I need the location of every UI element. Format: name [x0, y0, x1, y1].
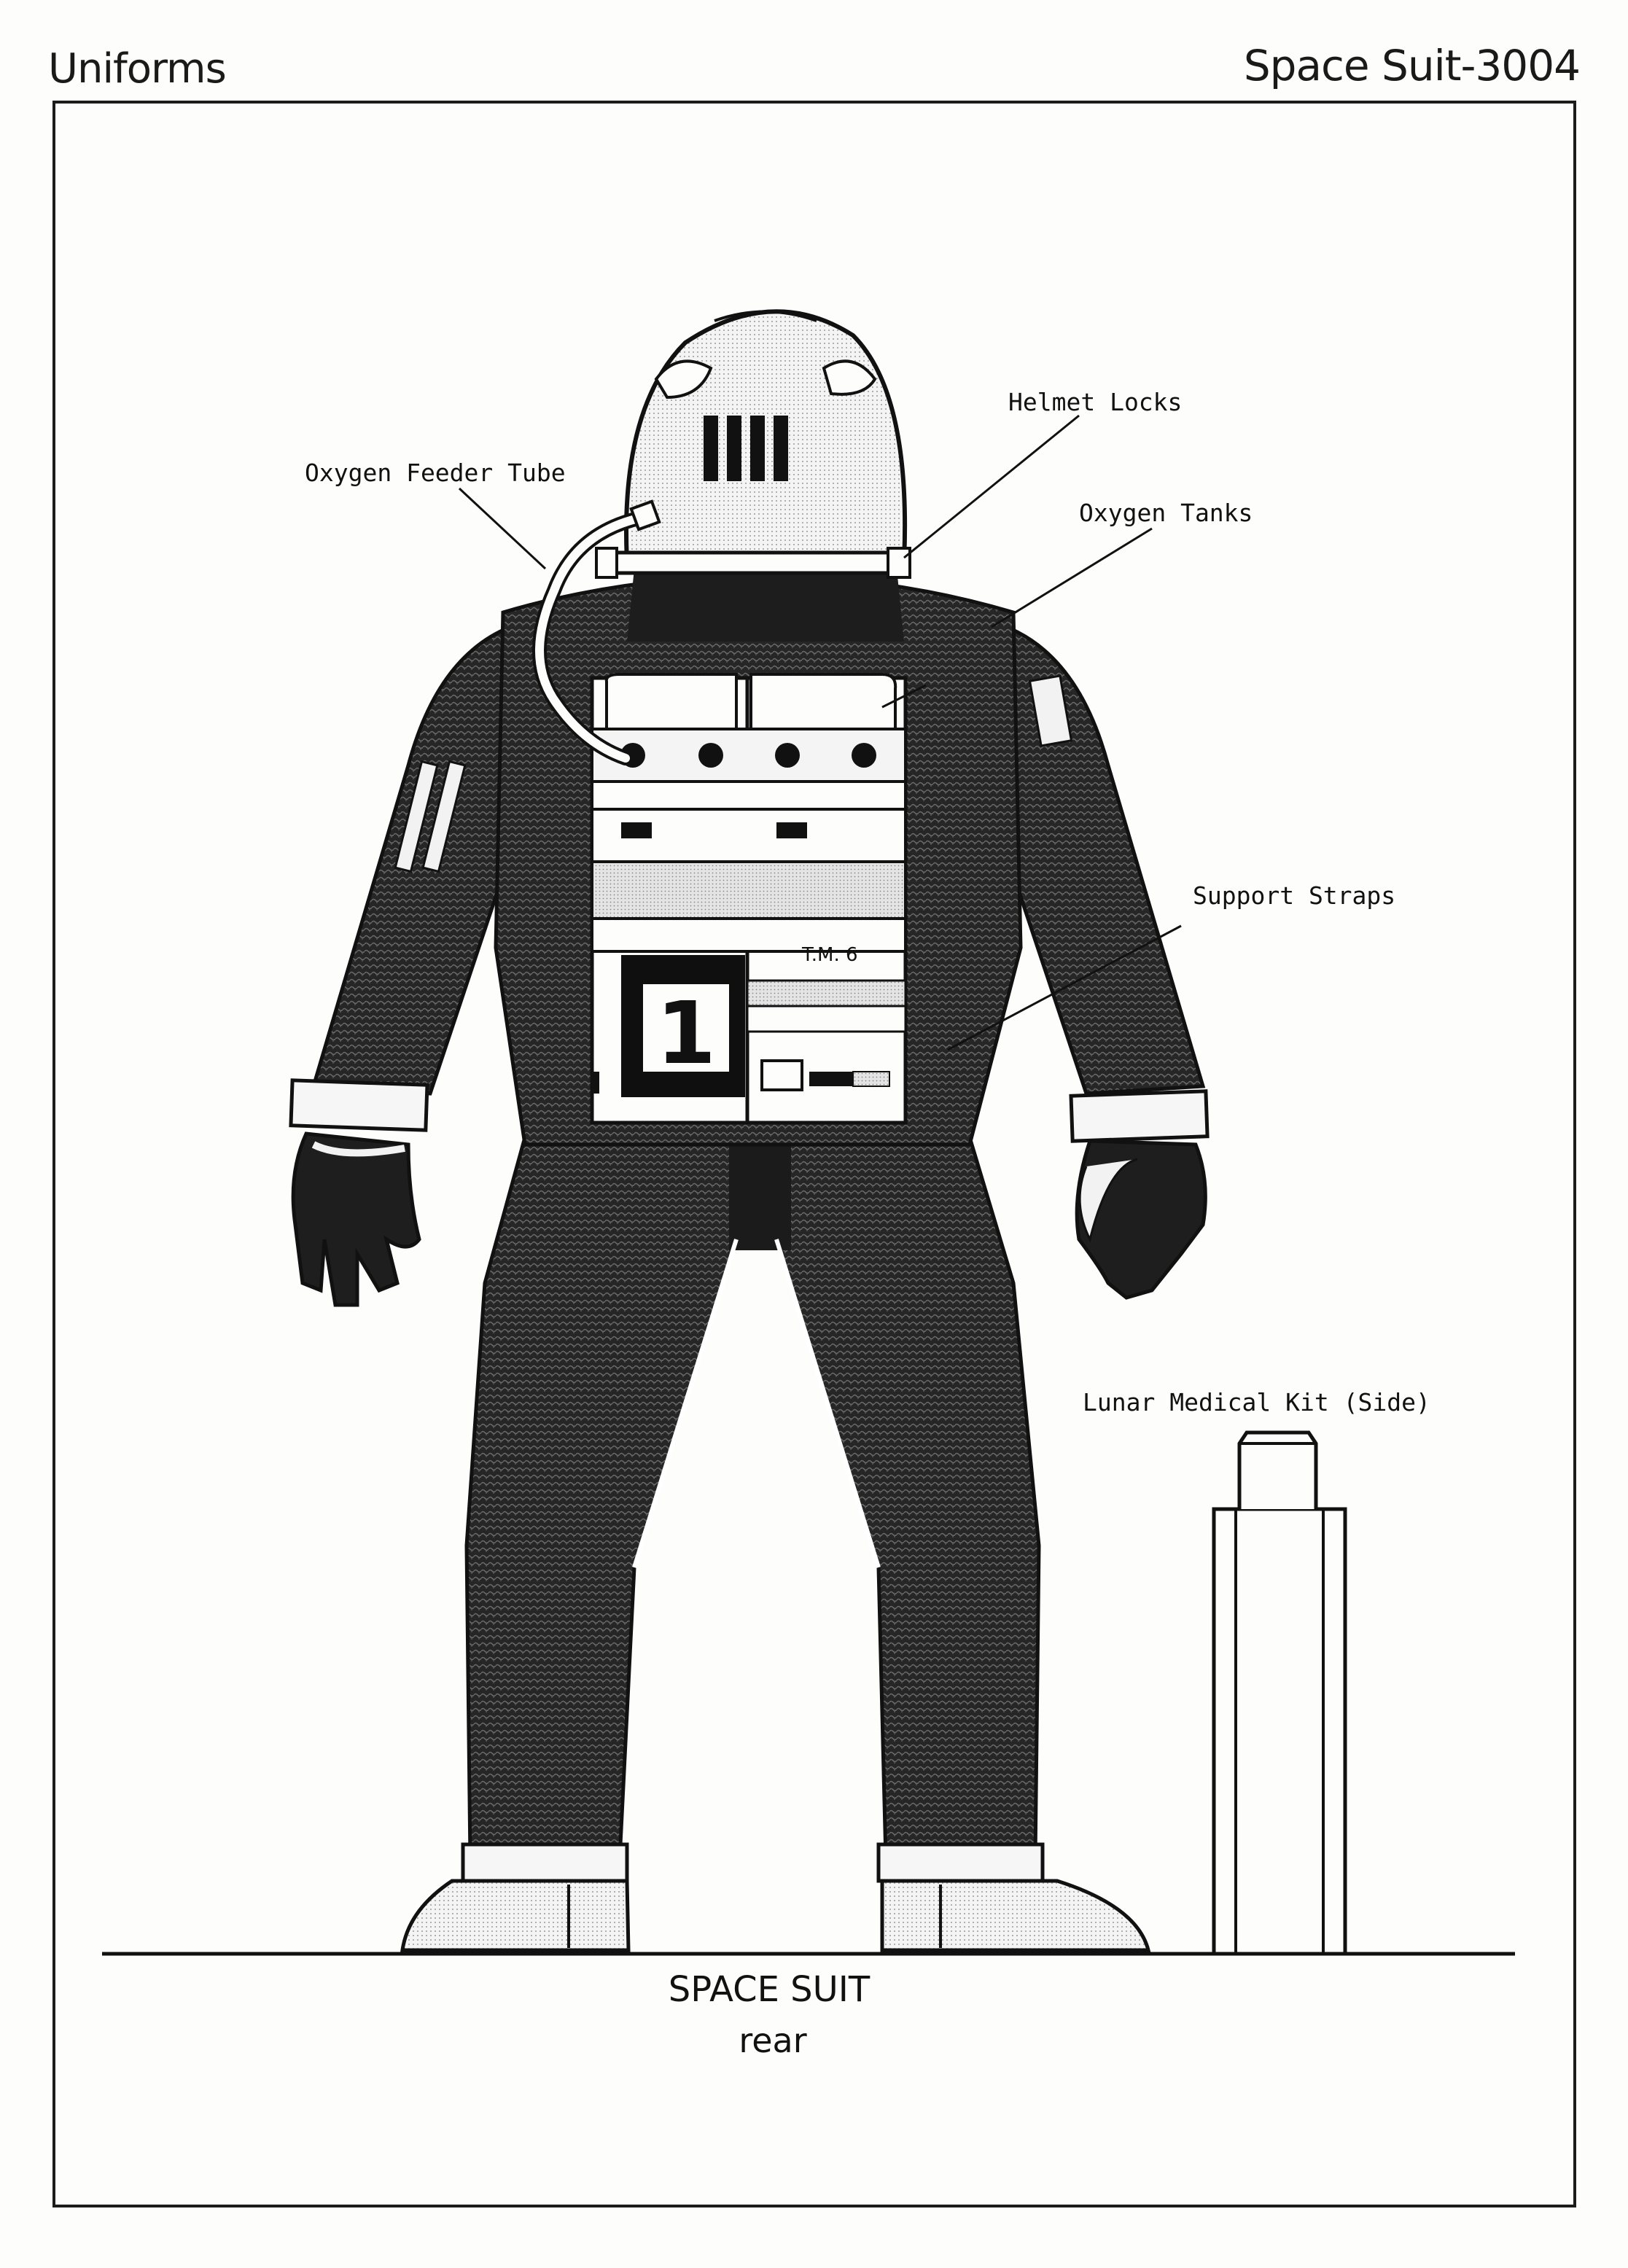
left-wrist-cuff	[289, 1078, 429, 1132]
section-title: Uniforms	[48, 45, 227, 93]
callout-leaders	[458, 414, 1182, 1051]
caption-title: SPACE SUIT	[669, 1969, 871, 2010]
left-ankle-cuff	[461, 1842, 629, 1883]
caption-subtitle: rear	[739, 2021, 806, 2060]
right-ankle-cuff	[876, 1842, 1045, 1883]
oxygen-tank-backpack: 1 T.M. 6	[590, 673, 908, 1125]
tank-number: 1	[656, 983, 716, 1083]
helmet	[595, 309, 911, 579]
callout-oxygen-tanks: Oxygen Tanks	[1079, 499, 1253, 527]
shoulder-patch	[1028, 674, 1073, 747]
sheet-title: Space Suit-3004	[1243, 41, 1581, 90]
callout-oxygen-feeder-tube: Oxygen Feeder Tube	[305, 459, 566, 487]
oxygen-feeder-tube	[532, 499, 661, 765]
right-wrist-cuff	[1069, 1089, 1210, 1143]
left-glove	[291, 1131, 421, 1307]
suit-legs	[400, 1123, 1151, 1952]
lunar-medical-kit	[1212, 1430, 1347, 1956]
drawing-frame	[52, 101, 1576, 2207]
tank-model: T.M. 6	[801, 944, 858, 966]
shoulder-stripes	[394, 760, 467, 873]
helmet-lock	[887, 547, 911, 579]
callout-support-straps: Support Straps	[1193, 881, 1395, 910]
callout-helmet-locks: Helmet Locks	[1008, 388, 1182, 416]
helmet-lock-ring	[601, 550, 905, 575]
callout-medical-kit: Lunar Medical Kit (Side)	[1083, 1388, 1430, 1416]
right-boot	[880, 1879, 1151, 1952]
left-boot	[400, 1879, 631, 1952]
